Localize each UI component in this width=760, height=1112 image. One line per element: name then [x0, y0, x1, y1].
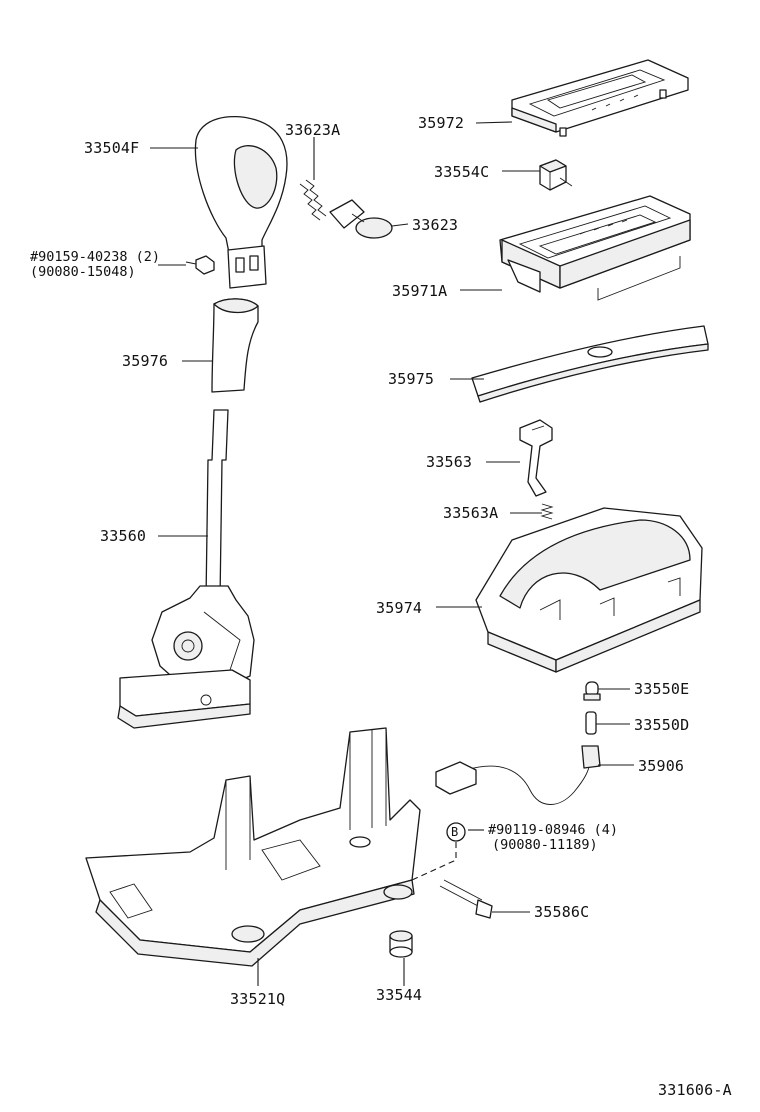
- callout-bolt-90119: #90119-08946 (4): [488, 822, 619, 838]
- callout-33560: 33560: [100, 527, 147, 545]
- callout-35972: 35972: [418, 114, 465, 132]
- callout-33544: 33544: [376, 986, 423, 1004]
- callout-35976: 35976: [122, 352, 169, 370]
- part-33550D-socket: [585, 711, 597, 735]
- part-35906-wire-harness: [435, 745, 601, 805]
- callout-33521Q: 33521Q: [230, 990, 286, 1008]
- part-33550E-bulb: [583, 681, 601, 701]
- callout-35974: 35974: [376, 599, 423, 617]
- callout-35586C: 35586C: [534, 903, 590, 921]
- callout-bolt-90159: #90159-40238 (2): [30, 249, 161, 265]
- diagram-id: 331606-A: [658, 1081, 732, 1099]
- bolt-b-symbol: [446, 822, 466, 842]
- callout-33623A: 33623A: [285, 121, 341, 139]
- bolt-symbol-letter: B: [451, 825, 459, 839]
- part-33554C-clip: [539, 159, 573, 191]
- part-33563-pawl: [519, 419, 553, 497]
- part-33544-bushing: [389, 930, 413, 958]
- callout-33563: 33563: [426, 453, 473, 471]
- leader-lines: [150, 121, 634, 986]
- part-33623A-spring: [299, 179, 327, 221]
- callout-33550D: 33550D: [634, 716, 690, 734]
- callout-33550E: 33550E: [634, 680, 690, 698]
- part-35586C-bolt: [439, 879, 493, 919]
- callout-33623: 33623: [412, 216, 459, 234]
- part-33623-button: [329, 199, 393, 239]
- callout-35975: 35975: [388, 370, 435, 388]
- callout-33554C: 33554C: [434, 163, 490, 181]
- callout-bolt-90119-alt: (90080-11189): [492, 837, 598, 853]
- part-33563A-spring: [540, 503, 554, 520]
- part-35971A-indicator-housing: [499, 195, 691, 301]
- part-bolt-90159: [185, 255, 215, 275]
- callout-35906: 35906: [638, 757, 685, 775]
- callout-33504F: 33504F: [84, 139, 140, 157]
- part-33504F-shift-knob: [194, 116, 288, 289]
- callout-bolt-90159-alt: (90080-15048): [30, 264, 136, 280]
- part-35976-sleeve: [211, 298, 259, 393]
- part-35975-slide-cover: [471, 325, 709, 403]
- part-35972-bezel: [511, 59, 689, 137]
- part-33560-shift-lever: [117, 409, 255, 729]
- part-33521Q-base-bracket: [85, 727, 421, 967]
- callout-35971A: 35971A: [392, 282, 448, 300]
- part-35974-lever-cover: [475, 507, 703, 673]
- callout-33563A: 33563A: [443, 504, 499, 522]
